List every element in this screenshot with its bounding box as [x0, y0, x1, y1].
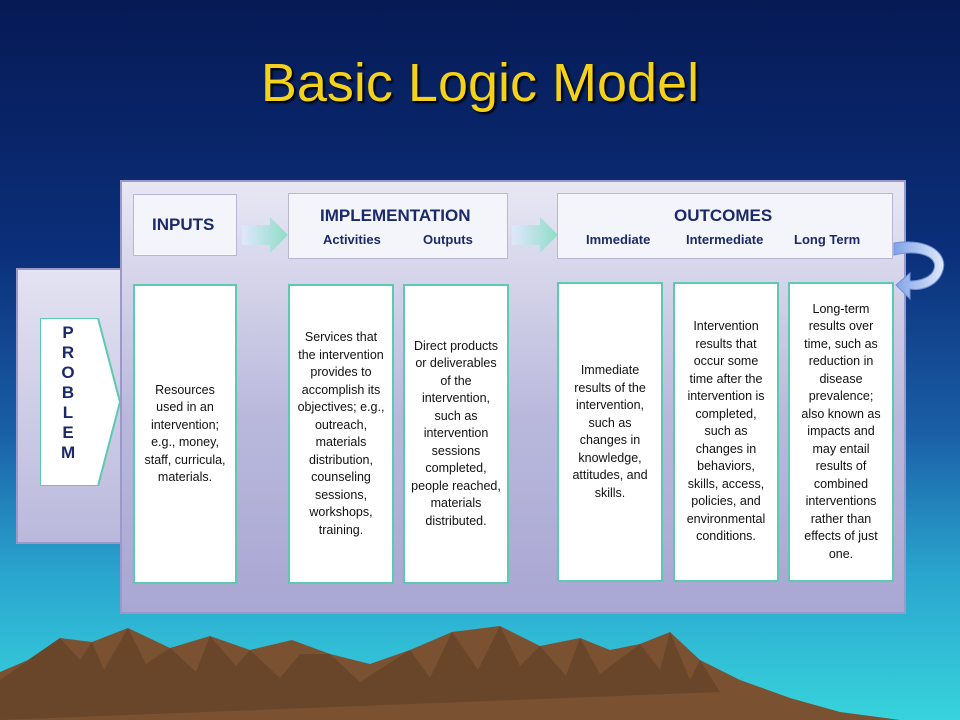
intermediate-sublabel: Intermediate: [686, 232, 764, 247]
immediate-sublabel: Immediate: [586, 232, 651, 247]
activities-description-box: Services that the intervention provides …: [288, 284, 394, 584]
arrow-right-icon: [242, 217, 288, 253]
outputs-sublabel: Outputs: [423, 232, 473, 247]
intermediate-description: Intervention results that occur some tim…: [686, 319, 766, 544]
mountains-decoration: [0, 626, 900, 720]
outcomes-label: OUTCOMES: [674, 206, 773, 225]
cycle-arrow-icon: [893, 241, 945, 301]
problem-text: PROBLEM: [61, 323, 76, 462]
outcomes-header: OUTCOMES Immediate Intermediate Long Ter…: [557, 193, 893, 259]
problem-arrow: [40, 318, 120, 486]
slide-title: Basic Logic Model: [260, 53, 700, 113]
activities-sublabel: Activities: [323, 232, 381, 247]
inputs-label: INPUTS: [152, 215, 215, 234]
inputs-description-box: Resources used in an intervention; e.g.,…: [133, 284, 237, 584]
long-term-description: Long-term results over time, such as red…: [801, 301, 881, 561]
implementation-header: IMPLEMENTATION Activities Outputs: [288, 193, 508, 259]
intermediate-description-box: Intervention results that occur some tim…: [673, 282, 779, 582]
immediate-description: Immediate results of the intervention, s…: [572, 363, 648, 500]
inputs-header: INPUTS: [133, 194, 237, 256]
inputs-description: Resources used in an intervention; e.g.,…: [144, 382, 226, 485]
long-term-description-box: Long-term results over time, such as red…: [788, 282, 894, 582]
activities-description: Services that the intervention provides …: [297, 330, 385, 537]
arrow-right-icon: [512, 217, 558, 253]
outputs-description-box: Direct products or deliverables of the i…: [403, 284, 509, 584]
problem-label: PROBLEM: [42, 323, 94, 463]
immediate-description-box: Immediate results of the intervention, s…: [557, 282, 663, 582]
long-term-sublabel: Long Term: [794, 232, 861, 247]
outputs-description: Direct products or deliverables of the i…: [411, 338, 501, 528]
implementation-label: IMPLEMENTATION: [320, 206, 471, 225]
